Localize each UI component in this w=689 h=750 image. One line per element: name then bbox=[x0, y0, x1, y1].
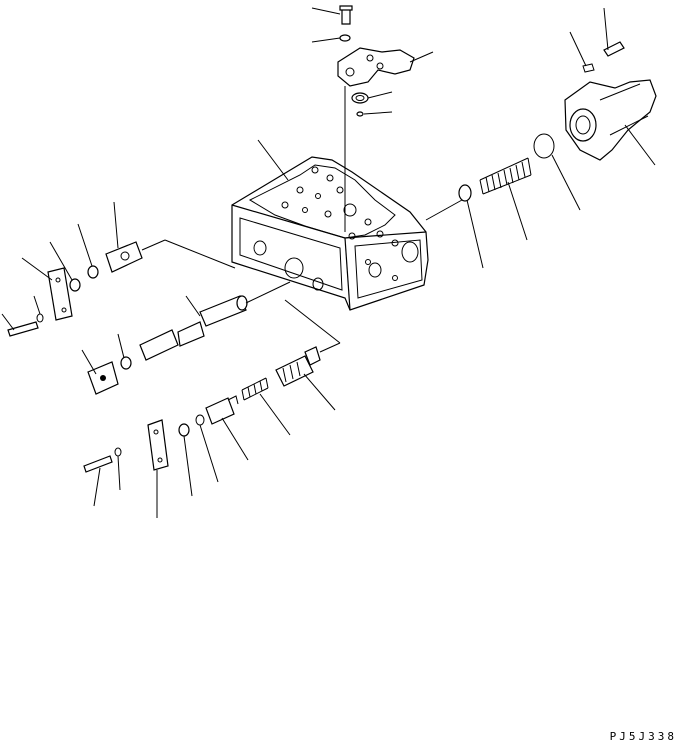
callout-26 bbox=[183, 435, 193, 497]
callout-6 bbox=[603, 7, 609, 51]
callout-14 bbox=[77, 223, 93, 267]
callout-20 bbox=[117, 333, 125, 359]
callout-21 bbox=[81, 349, 97, 375]
callout-2 bbox=[311, 37, 341, 43]
callout-25 bbox=[199, 424, 219, 483]
callout-3 bbox=[409, 51, 434, 63]
callout-22 bbox=[303, 373, 336, 411]
callout-leaders bbox=[1, 7, 656, 518]
callout-15 bbox=[49, 241, 73, 281]
callout-9 bbox=[551, 154, 581, 211]
callout-18 bbox=[1, 313, 15, 331]
callout-28 bbox=[117, 455, 121, 491]
callout-11 bbox=[466, 199, 484, 269]
callout-23 bbox=[259, 393, 291, 436]
right-cover-assembly bbox=[425, 41, 657, 221]
callout-17 bbox=[33, 295, 41, 315]
callout-5 bbox=[363, 111, 393, 115]
callout-8 bbox=[624, 124, 656, 166]
callout-4 bbox=[367, 91, 393, 99]
top-bracket-assembly bbox=[337, 5, 415, 232]
spring-right bbox=[479, 157, 532, 195]
callout-16 bbox=[21, 257, 53, 281]
valve-body bbox=[231, 156, 429, 311]
drawing-code: PJ5J338 bbox=[609, 730, 677, 743]
callout-29 bbox=[93, 467, 101, 507]
callout-12 bbox=[257, 139, 289, 181]
callout-10 bbox=[507, 181, 528, 241]
callout-19 bbox=[185, 295, 201, 317]
spool-assembly bbox=[87, 281, 291, 395]
spring-lower bbox=[241, 377, 269, 401]
callout-24 bbox=[221, 417, 249, 461]
lower-plunger-assembly bbox=[83, 299, 341, 473]
callout-7 bbox=[569, 31, 587, 67]
left-upper-assembly bbox=[7, 239, 236, 337]
callout-13 bbox=[113, 201, 119, 249]
callout-1 bbox=[311, 7, 341, 15]
